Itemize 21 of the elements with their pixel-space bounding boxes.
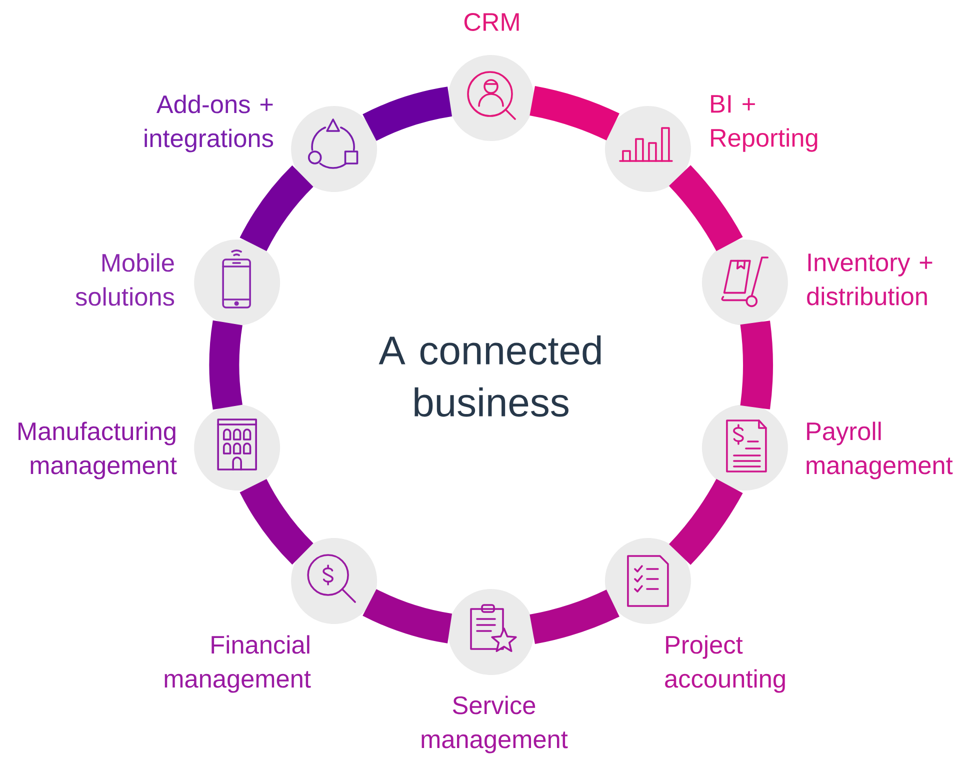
- node-label: Manufacturing management: [18, 422, 177, 480]
- node-label: Mobile solutions: [76, 253, 174, 306]
- ring-arc: [240, 166, 314, 252]
- ring-arc: [668, 478, 743, 565]
- ring-arc: [530, 86, 620, 140]
- node-label: Add-ons + integrations: [144, 94, 274, 152]
- node-label: Financial management: [164, 635, 311, 693]
- node-label: Project accounting: [665, 635, 785, 693]
- title: A connected business: [378, 335, 601, 417]
- ring-arc: [362, 589, 452, 644]
- node-label: BI + Reporting: [711, 95, 818, 152]
- ring-arc: [362, 86, 452, 141]
- ring-arc: [240, 478, 314, 564]
- ring-arc: [530, 590, 620, 644]
- node-label: CRM: [464, 13, 519, 31]
- ring-arc: [668, 165, 743, 252]
- node-label: Inventory + distribution: [807, 254, 932, 306]
- ring-arc: [740, 320, 774, 410]
- node-label: Payroll management: [806, 422, 953, 480]
- node-label: Service management: [422, 696, 568, 754]
- ring-arc: [209, 320, 242, 410]
